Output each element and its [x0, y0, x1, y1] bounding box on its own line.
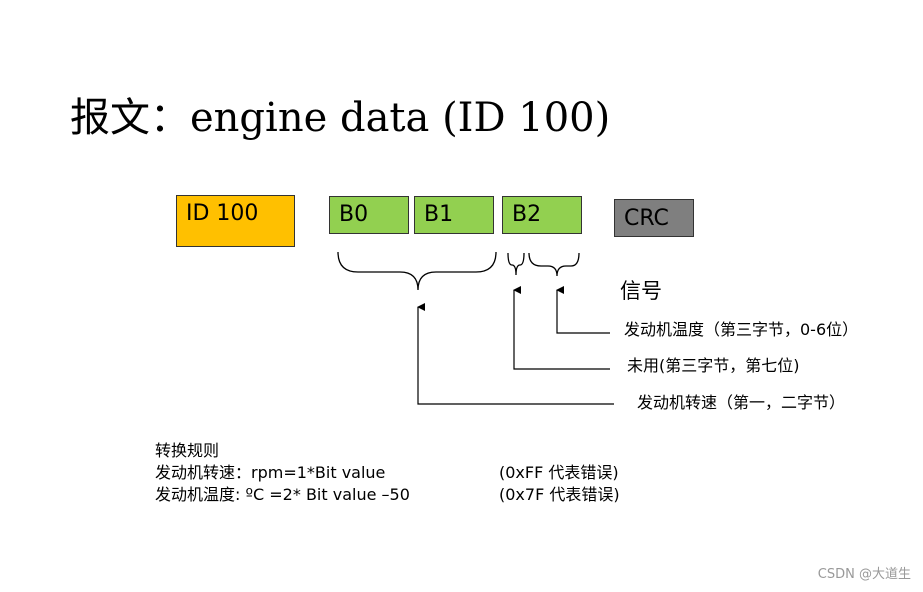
page-title: 报文：engine data (ID 100): [70, 95, 611, 141]
label-engine-temp: 发动机温度（第三字节，0-6位）: [624, 320, 859, 339]
conversion-row: 发动机转速：rpm=1*Bit value (0xFF 代表错误): [155, 462, 619, 484]
conversion-formula: 发动机温度: ºC =2* Bit value –50: [155, 485, 410, 504]
conversion-note: (0xFF 代表错误): [499, 463, 619, 482]
conversion-rules: 转换规则 发动机转速：rpm=1*Bit value (0xFF 代表错误) 发…: [155, 440, 620, 506]
byte-b1-box: B1: [414, 196, 494, 234]
watermark: CSDN @大道生: [817, 567, 911, 582]
byte-b2-box: B2: [502, 196, 582, 234]
conversion-heading: 转换规则: [155, 441, 220, 460]
brace-b0-b1: [337, 251, 497, 291]
conversion-row: 发动机温度: ºC =2* Bit value –50 (0x7F 代表错误): [155, 484, 620, 506]
byte-b0-box: B0: [329, 196, 409, 234]
leader-unused: [513, 286, 610, 370]
conversion-note: (0x7F 代表错误): [499, 485, 620, 504]
conversion-formula: 发动机转速：rpm=1*Bit value: [155, 463, 386, 482]
brace-temp-bits: [528, 252, 580, 277]
signals-heading: 信号: [620, 279, 662, 303]
leader-engine-speed: [417, 303, 614, 405]
brace-unused-bit: [507, 252, 525, 276]
label-unused: 未用(第三字节，第七位): [627, 356, 800, 375]
leader-engine-temp: [556, 286, 610, 334]
crc-field-box: CRC: [614, 199, 694, 237]
id-field-box: ID 100: [176, 195, 295, 247]
label-engine-speed: 发动机转速（第一，二字节）: [637, 393, 846, 412]
